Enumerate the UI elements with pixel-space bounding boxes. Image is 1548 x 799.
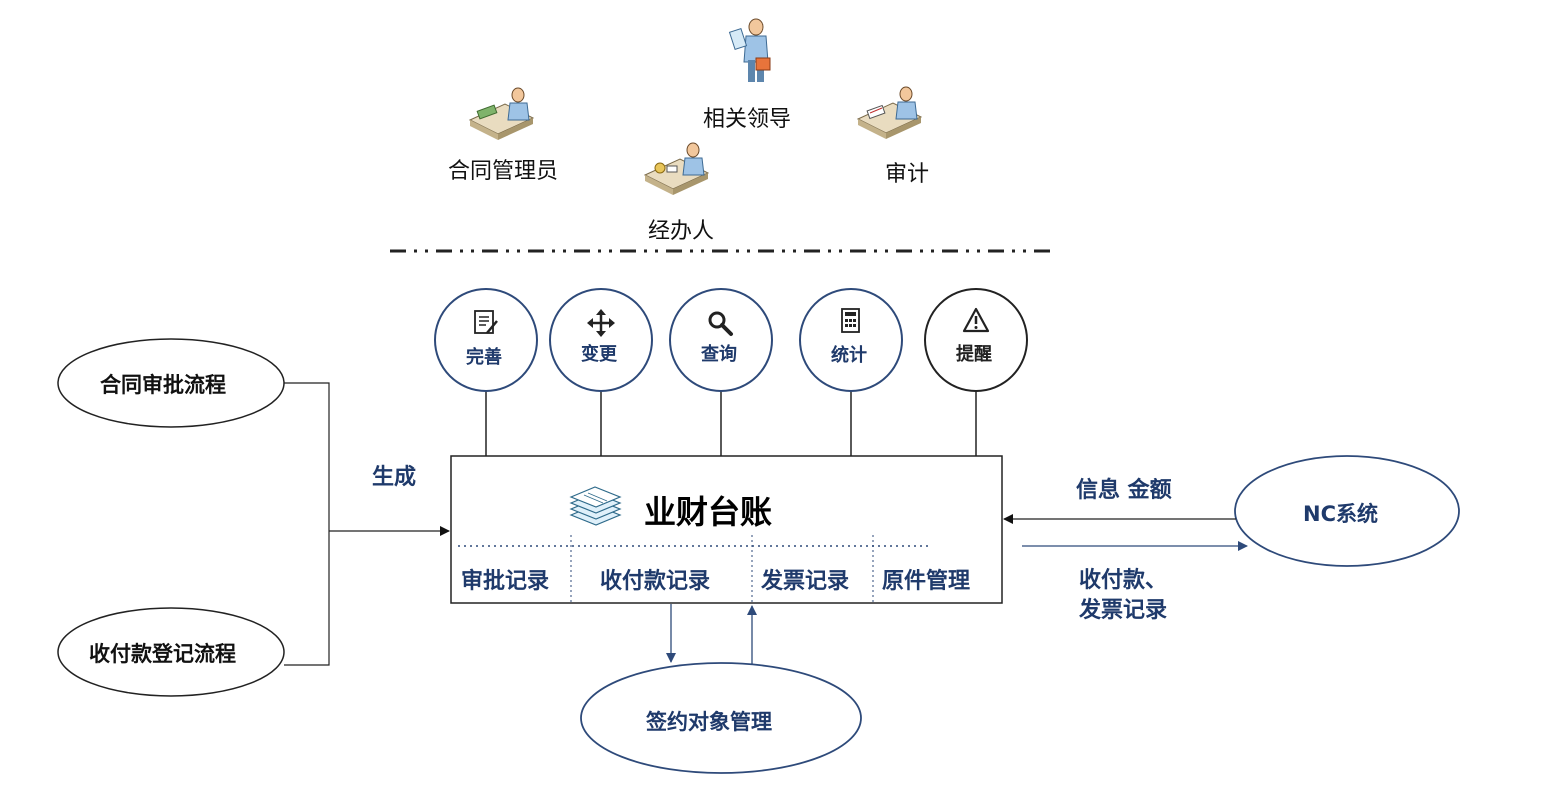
function-label-tixing: 提醒	[956, 344, 992, 365]
ledger-section-payment[interactable]: 收付款记录	[600, 569, 711, 594]
payment-register-process-label: 收付款登记流程	[89, 642, 236, 666]
warning-icon	[962, 307, 990, 333]
function-label-tongji: 统计	[831, 345, 867, 366]
signing-object-label: 签约对象管理	[646, 710, 772, 734]
function-circle-tongji[interactable]	[799, 288, 903, 392]
function-circle-tixing[interactable]	[924, 288, 1028, 392]
nc-incoming-label: 信息 金额	[1076, 478, 1172, 503]
ledger-section-approval[interactable]: 审批记录	[461, 569, 550, 594]
auditor-figure-icon	[856, 86, 923, 139]
function-circle-biangeng[interactable]	[549, 288, 653, 392]
function-label-biangeng: 变更	[581, 344, 617, 365]
function-circle-chaxun[interactable]	[669, 288, 773, 392]
calculator-icon	[841, 308, 860, 333]
ledger-box[interactable]	[450, 455, 1003, 604]
generate-label: 生成	[372, 465, 417, 490]
contract-admin-figure-icon	[468, 87, 535, 140]
nc-system-label: NC系统	[1303, 502, 1378, 526]
approval-process-label: 合同审批流程	[100, 373, 226, 397]
magnifier-icon	[708, 311, 733, 336]
ledger-section-invoice[interactable]: 发票记录	[761, 569, 850, 594]
function-circle-wanshan[interactable]	[434, 288, 538, 392]
move-arrows-icon	[587, 309, 615, 337]
nc-outgoing-label-line2: 发票记录	[1079, 598, 1168, 623]
payment-register-process-ellipse[interactable]	[57, 607, 285, 697]
ledger-section-original[interactable]: 原件管理	[882, 569, 971, 594]
approval-connector	[284, 382, 330, 531]
payment-connector	[284, 531, 330, 666]
document-edit-icon	[474, 310, 498, 334]
function-label-wanshan: 完善	[466, 347, 502, 368]
handler-figure-icon	[643, 142, 710, 195]
role-auditor-label: 审计	[885, 162, 930, 187]
nc-system-ellipse[interactable]	[1234, 455, 1460, 567]
leader-figure-icon	[728, 18, 771, 82]
role-contract-admin-label: 合同管理员	[448, 159, 559, 184]
ledger-title: 业财台账	[644, 493, 773, 531]
stacked-papers-icon	[569, 486, 622, 526]
function-label-chaxun: 查询	[701, 344, 737, 365]
signing-object-ellipse[interactable]	[580, 662, 862, 774]
role-handler-label: 经办人	[648, 219, 715, 244]
role-leader-label: 相关领导	[703, 107, 792, 132]
nc-outgoing-label-line1: 收付款、	[1079, 568, 1168, 593]
